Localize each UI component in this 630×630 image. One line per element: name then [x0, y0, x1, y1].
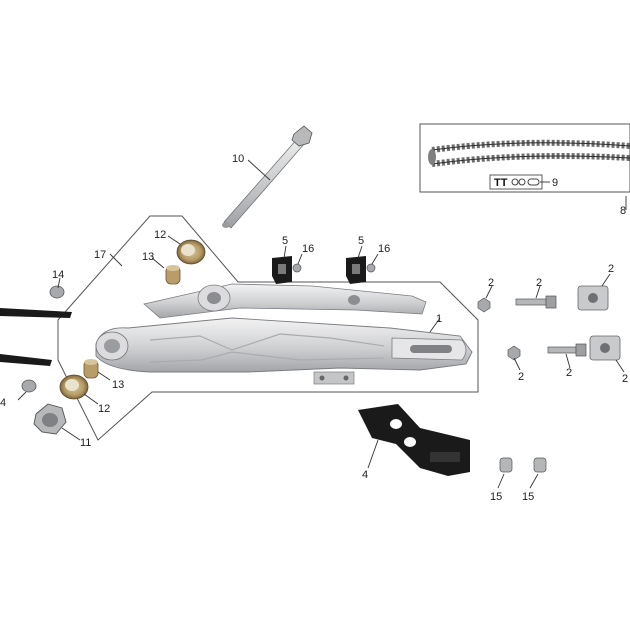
leader-lines — [17, 159, 627, 489]
callout-11: 11 — [80, 437, 91, 449]
callout-2-f: 2 — [622, 373, 628, 385]
callout-2-e: 2 — [566, 367, 572, 379]
callout-16-left: 16 — [302, 243, 314, 255]
screw-16-right — [366, 263, 376, 273]
callout-13-lower: 13 — [112, 379, 124, 391]
master-link-icon — [511, 178, 540, 186]
bearing-12-upper — [176, 239, 206, 265]
callout-4-left-partial: 4 — [0, 397, 6, 409]
bearing-12-lower — [59, 374, 89, 400]
callout-14: 14 — [52, 269, 64, 281]
callout-2-a: 2 — [488, 277, 494, 289]
bushing-13-lower — [83, 359, 99, 379]
chain-brand-label: TT — [494, 177, 508, 189]
callout-15-right: 15 — [522, 491, 534, 503]
callout-1: 1 — [436, 313, 442, 325]
callout-17: 17 — [94, 249, 106, 261]
adjuster-nut-2-upper — [477, 297, 491, 313]
adjuster-plate-2-lower — [589, 335, 621, 361]
adjuster-bolt-2-upper — [515, 295, 557, 309]
bolt-15-left — [499, 457, 513, 473]
callout-2-b: 2 — [536, 277, 542, 289]
callout-13-upper: 13 — [142, 251, 154, 263]
callout-16-right: 16 — [378, 243, 390, 255]
clip-5-right — [346, 256, 366, 284]
callout-5-left: 5 — [282, 235, 288, 247]
callout-9: 9 — [552, 177, 558, 189]
swingarm — [95, 283, 473, 385]
callout-12-upper: 12 — [154, 229, 166, 241]
bolt-14 — [49, 285, 65, 299]
bolt-15-right — [533, 457, 547, 473]
callout-2-c: 2 — [608, 263, 614, 275]
callout-5-right: 5 — [358, 235, 364, 247]
adjuster-nut-2-lower — [507, 345, 521, 361]
bolt-14-lower — [21, 379, 37, 393]
chain-guide-4 — [358, 404, 470, 476]
drive-chain — [428, 139, 630, 167]
adjuster-bolt-2-lower — [547, 343, 587, 357]
chain-guide-upper — [0, 308, 72, 318]
screw-16-left — [292, 263, 302, 273]
axle-nut-11 — [33, 403, 67, 435]
callout-10: 10 — [232, 153, 244, 165]
callout-2-d: 2 — [518, 371, 524, 383]
group-17-outline — [57, 215, 479, 441]
callout-12-lower: 12 — [98, 403, 110, 415]
bushing-13-upper — [165, 265, 181, 285]
callout-15-left: 15 — [490, 491, 502, 503]
chain-box — [419, 123, 630, 193]
callout-labels: 1 2 2 2 2 2 2 4 4 5 5 8 9 10 11 12 12 13… — [0, 153, 628, 503]
callout-4: 4 — [362, 469, 368, 481]
clip-5-left — [272, 256, 292, 284]
chain-guide-lower — [0, 354, 52, 366]
callout-8: 8 — [620, 205, 626, 217]
adjuster-plate-2-upper — [577, 285, 609, 311]
swingarm-axle — [222, 125, 313, 229]
